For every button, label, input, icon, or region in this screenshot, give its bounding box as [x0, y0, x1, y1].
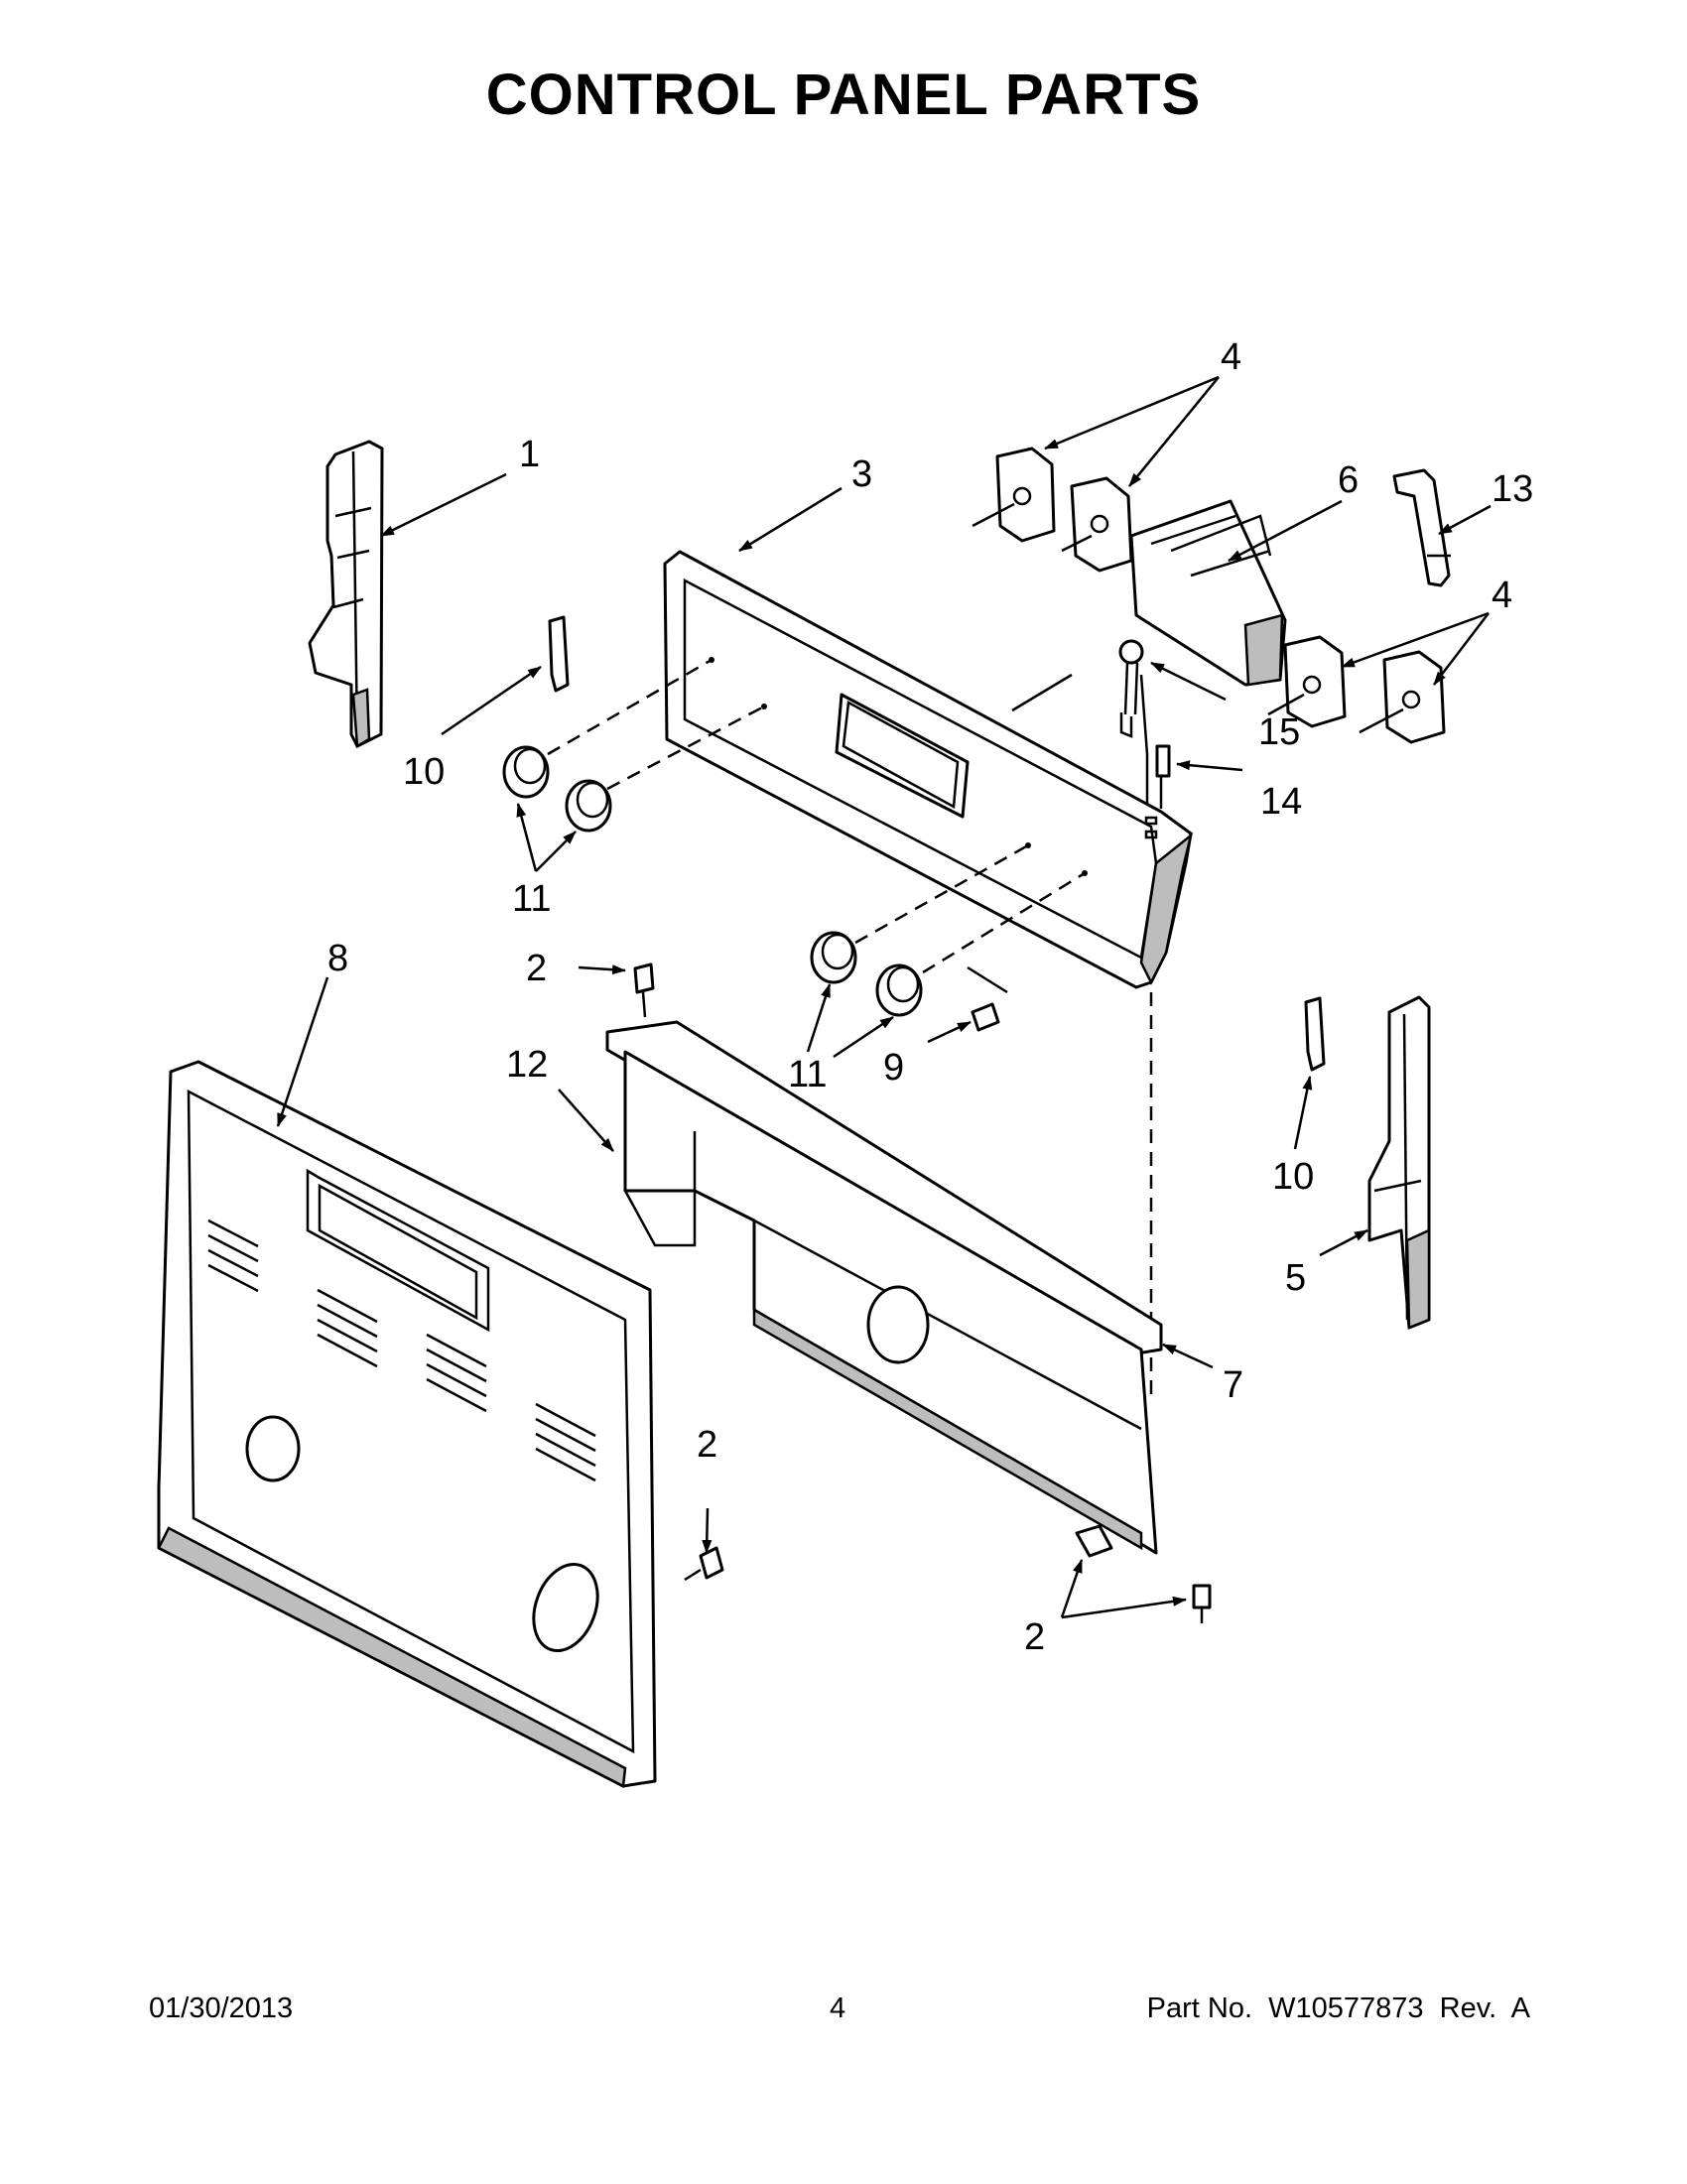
callout-10-left: 10 [403, 751, 445, 793]
callout-5: 5 [1285, 1257, 1306, 1299]
part-2-screw-upper [633, 963, 655, 1018]
callout-6: 6 [1338, 459, 1359, 501]
part-10-clip-right [1304, 996, 1326, 1072]
callout-2-upper: 2 [526, 948, 547, 989]
callout-labels: 1 3 4 6 13 4 10 15 14 11 8 2 12 11 9 10 … [327, 336, 1533, 1658]
footer-part-number: Part No. W10577873 Rev. A [1146, 1992, 1530, 2024]
callout-4-lower: 4 [1492, 575, 1512, 616]
callout-15: 15 [1258, 711, 1300, 753]
part-14-indicator-lamp [1155, 744, 1171, 809]
part-8-rear-shield [157, 1060, 657, 1788]
part-6-electronic-control [1129, 499, 1287, 687]
part-11-knob-4 [875, 964, 923, 1017]
callout-7: 7 [1223, 1364, 1243, 1406]
part-1-left-side-bracket [308, 440, 384, 749]
callout-11-upper: 11 [512, 878, 551, 920]
callout-8: 8 [327, 938, 348, 979]
part-10-clip-left [548, 615, 570, 693]
callout-13: 13 [1492, 468, 1533, 510]
footer-date: 01/30/2013 [149, 1992, 294, 2024]
callout-10-right: 10 [1272, 1156, 1314, 1198]
callout-2-bottom: 2 [1024, 1616, 1045, 1658]
part-11-knob-1 [502, 745, 550, 799]
part-5-right-side-bracket [1367, 995, 1431, 1330]
callout-9: 9 [883, 1047, 904, 1089]
part-2-screw-center [1075, 1524, 1113, 1558]
part-4-infinite-switch-lower-right [1359, 650, 1446, 744]
part-11-knob-2 [565, 779, 612, 833]
page-title: CONTROL PANEL PARTS [485, 63, 1202, 127]
callout-1: 1 [519, 434, 540, 475]
footer-page-number: 4 [830, 1992, 846, 2024]
callout-12: 12 [506, 1044, 548, 1086]
part-15-indicator-harness [1118, 639, 1149, 804]
part-9-screw [971, 1002, 1000, 1032]
part-13-bracket [1392, 468, 1451, 587]
part-3-control-console [663, 550, 1194, 989]
part-2-screw-left [684, 1546, 724, 1582]
callout-11-lower: 11 [788, 1054, 827, 1095]
leader-arrows [276, 375, 1492, 1619]
part-11-knob-3 [810, 931, 857, 984]
callout-14: 14 [1260, 781, 1302, 823]
part-12-7-mounting-channel [605, 1020, 1163, 1555]
callout-3: 3 [851, 453, 872, 495]
callout-2-left: 2 [697, 1424, 717, 1466]
part-4-infinite-switch-upper-right [1061, 476, 1133, 573]
part-4-infinite-switch-upper-left [972, 447, 1056, 543]
alignment-lines [547, 658, 1153, 1399]
callout-4-upper: 4 [1221, 336, 1241, 378]
part-2-screw-right [1192, 1584, 1212, 1623]
part-4-infinite-switch-lower-left [1267, 635, 1347, 728]
